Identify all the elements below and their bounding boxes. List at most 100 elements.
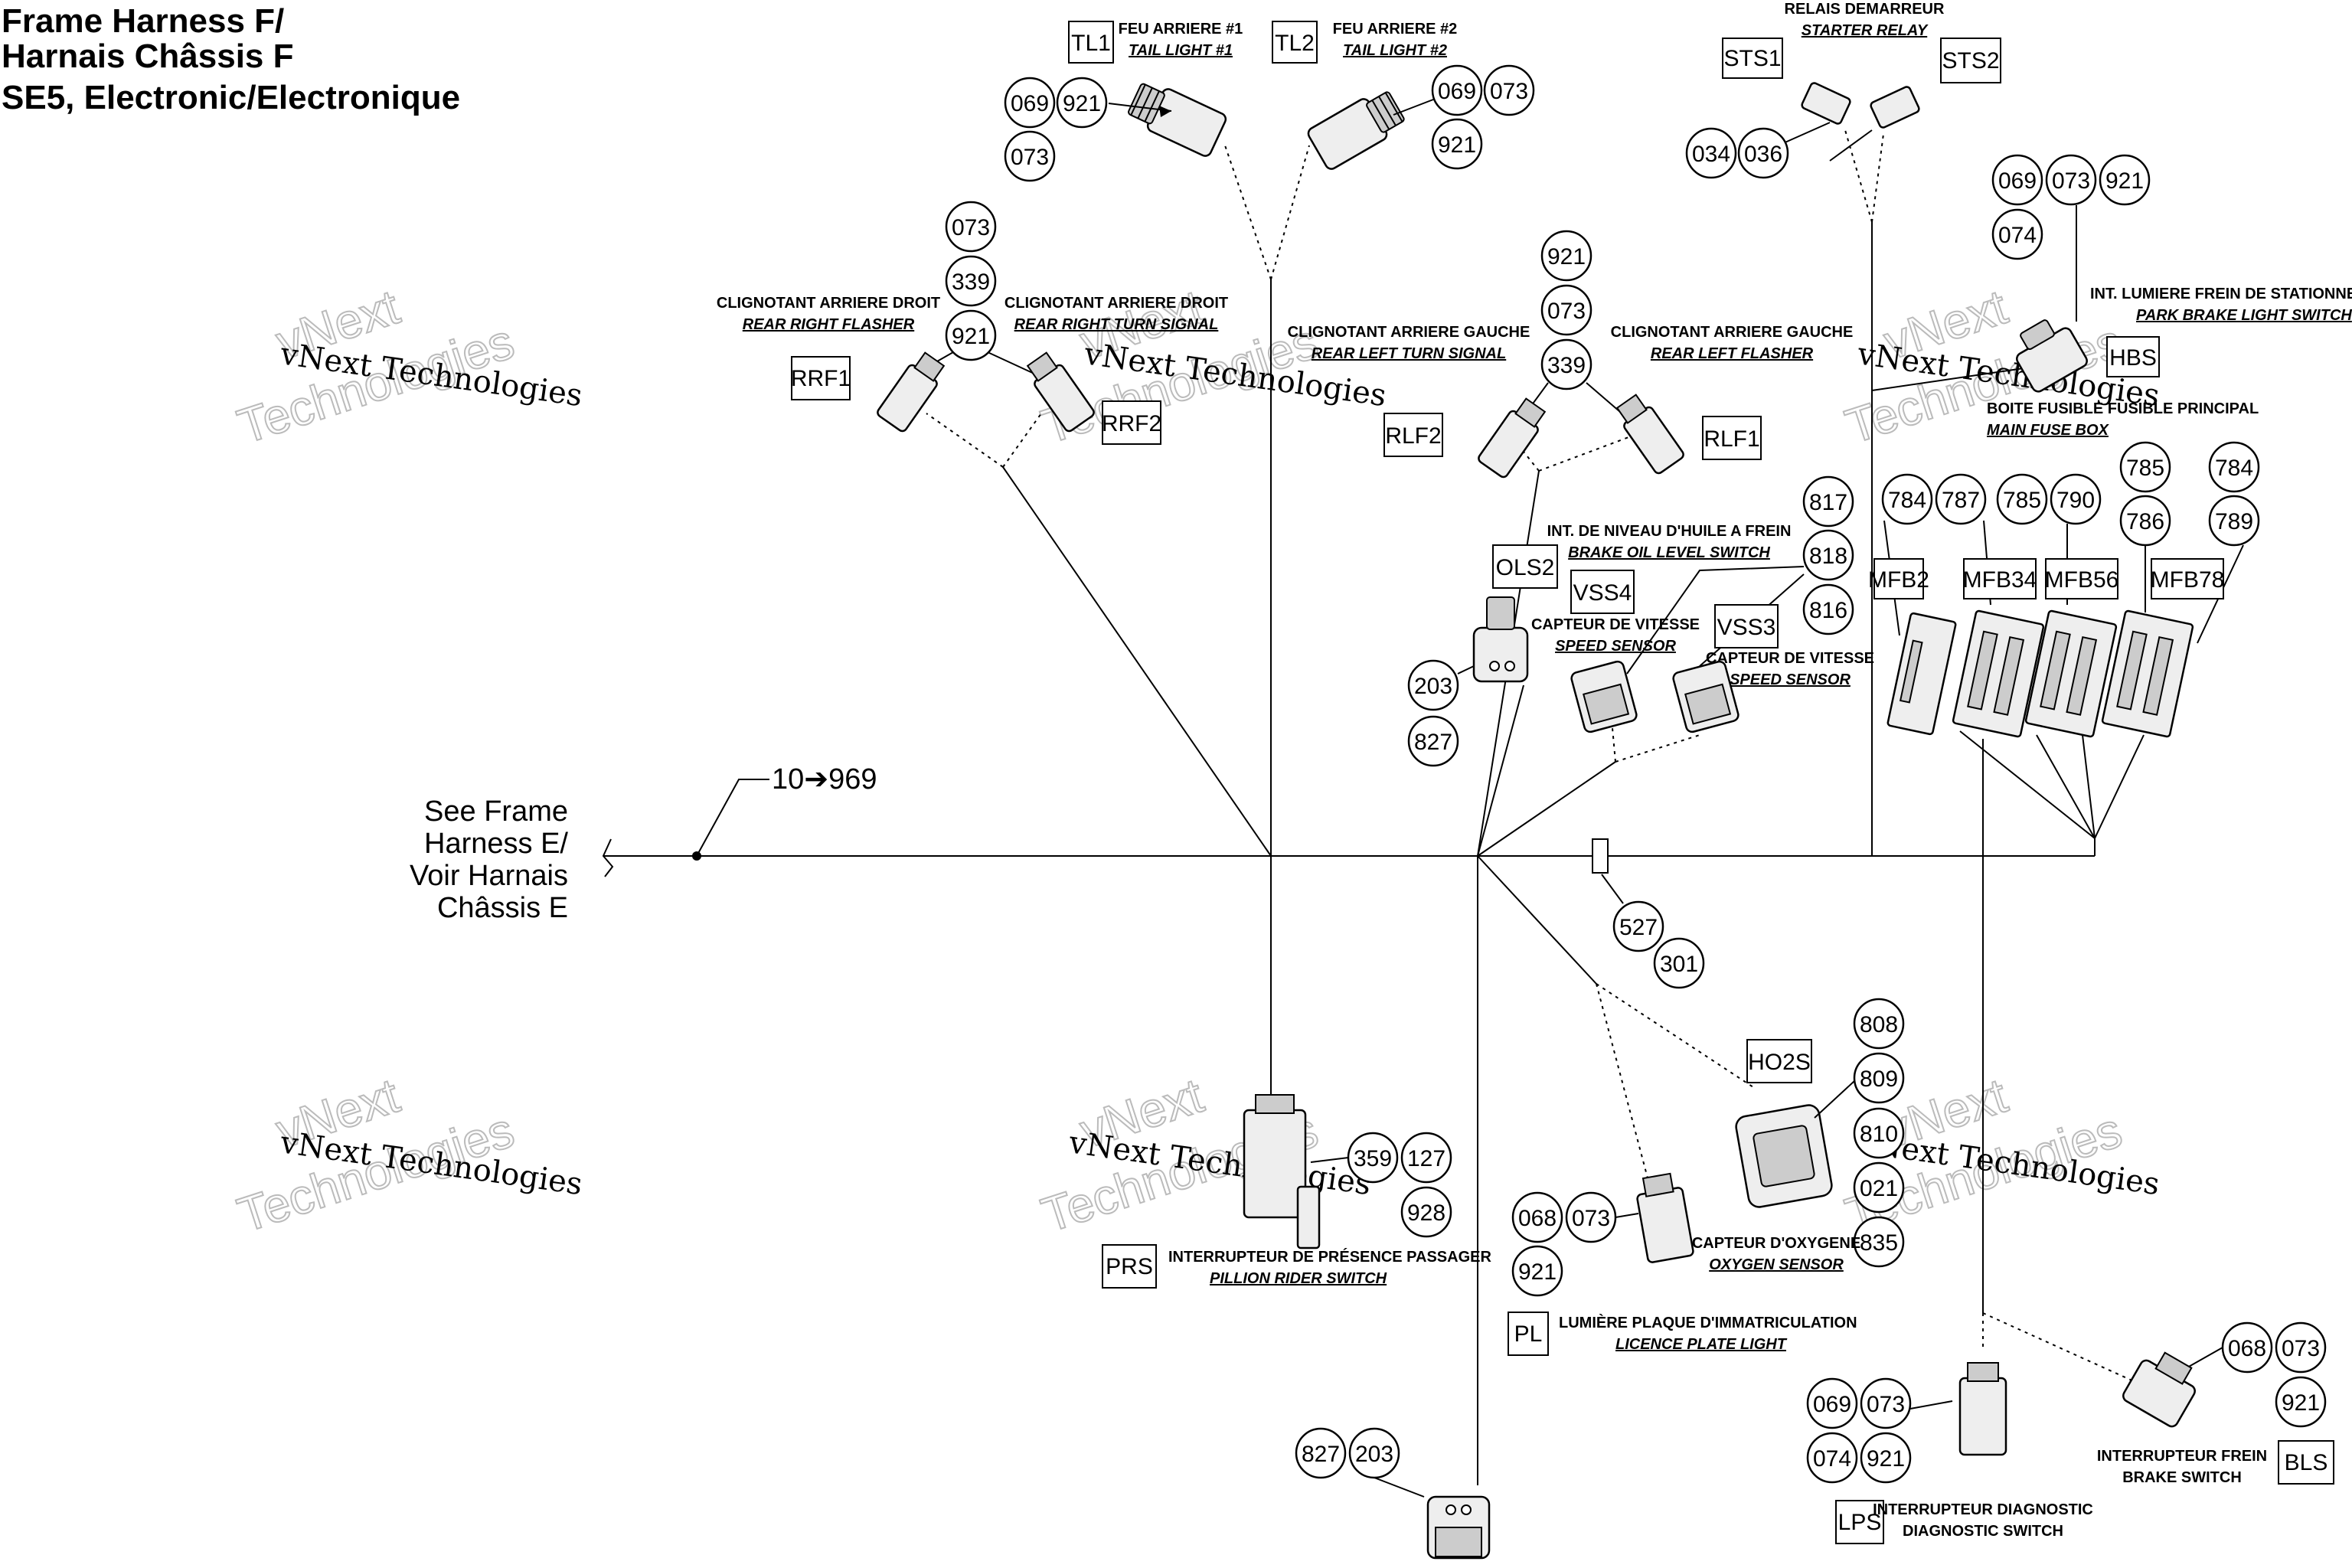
circle-203-ols bbox=[1407, 659, 1459, 711]
code-box-hbs bbox=[2106, 336, 2160, 377]
tail-light-1: TL1 FEU ARRIERE #1 TAIL LIGHT #1 069 921… bbox=[1004, 21, 1243, 182]
circle-790 bbox=[2050, 473, 2102, 525]
connector-rlf2 bbox=[1478, 397, 1547, 479]
code-box-mfb2 bbox=[1873, 558, 1924, 599]
num-827-ols: 827 bbox=[1414, 730, 1452, 755]
code-box-tl2 bbox=[1272, 21, 1318, 64]
num-921-tl1: 921 bbox=[1063, 91, 1101, 116]
code-box-rlf2 bbox=[1383, 413, 1443, 457]
code-box-rrf1 bbox=[791, 356, 851, 400]
connector-ols2 bbox=[1472, 596, 1529, 683]
code-hbs: HBS bbox=[2109, 345, 2157, 371]
circle-835 bbox=[1853, 1216, 1905, 1268]
code-lps: LPS bbox=[1838, 1510, 1882, 1535]
num-021: 021 bbox=[1860, 1176, 1898, 1201]
connector-rlf1 bbox=[1615, 394, 1684, 475]
connector-mfb78 bbox=[2101, 609, 2194, 738]
circle-301 bbox=[1653, 937, 1705, 989]
label-o2-fr: CAPTEUR D'OXYGENE bbox=[1692, 1235, 1860, 1252]
wire-rlf2-dotted bbox=[1523, 451, 1540, 472]
code-ho2s: HO2S bbox=[1748, 1050, 1811, 1075]
splice-527 bbox=[1592, 838, 1609, 874]
label-sts-en: STARTER RELAY bbox=[1802, 22, 1929, 39]
label-rlf2-fr: CLIGNOTANT ARRIERE GAUCHE bbox=[1288, 324, 1530, 341]
label-ols-fr: INT. DE NIVEAU D'HUILE A FREIN bbox=[1547, 523, 1792, 540]
num-339-rlf: 339 bbox=[1547, 353, 1586, 378]
arrow-head-tl1 bbox=[1159, 106, 1171, 117]
see-frame-line-2: Harness E/ bbox=[424, 828, 568, 860]
code-prs: PRS bbox=[1106, 1254, 1153, 1279]
label-hbs-fr: INT. LUMIERE FREIN DE STATIONNEMENT bbox=[2090, 286, 2352, 302]
num-921-rrf: 921 bbox=[952, 324, 990, 349]
tail-light-2: TL2 FEU ARRIERE #2 TAIL LIGHT #2 069 073… bbox=[1272, 21, 1535, 170]
label-rrf1-fr: CLIGNOTANT ARRIERE DROIT bbox=[717, 295, 940, 312]
wire-to-rrf bbox=[1002, 466, 1272, 857]
code-box-sts1 bbox=[1722, 38, 1783, 79]
title-line-3: SE5, Electronic/Electronique bbox=[2, 79, 460, 116]
circle-921-lps bbox=[1860, 1432, 1912, 1484]
code-box-lps bbox=[1835, 1500, 1884, 1544]
num-073-tl1: 073 bbox=[1011, 145, 1049, 170]
arrow-prs bbox=[1310, 1157, 1349, 1163]
num-069-lps: 069 bbox=[1813, 1392, 1851, 1417]
code-box-prs bbox=[1102, 1244, 1157, 1289]
num-359: 359 bbox=[1354, 1146, 1392, 1171]
code-mfb78: MFB78 bbox=[2151, 567, 2225, 593]
label-sts-fr: RELAIS DEMARREUR bbox=[1785, 1, 1945, 18]
code-bls: BLS bbox=[2285, 1450, 2328, 1475]
connector-sts2 bbox=[1870, 86, 1920, 129]
wire-hbs bbox=[1871, 367, 2030, 391]
code-box-bls bbox=[2278, 1440, 2334, 1485]
arrow-lps bbox=[1909, 1400, 1953, 1410]
circle-073-rlf bbox=[1540, 284, 1592, 336]
circle-069-hbs bbox=[1991, 154, 2043, 206]
code-rlf1: RLF1 bbox=[1704, 426, 1759, 452]
label-rrf1-en: REAR RIGHT FLASHER bbox=[743, 316, 915, 333]
code-mfb56: MFB56 bbox=[2045, 567, 2119, 593]
circle-073-hbs bbox=[2045, 154, 2097, 206]
code-sts2: STS2 bbox=[1942, 48, 1999, 74]
brake-switch: 068 073 921 INTERRUPTEUR FREIN BRAKE SWI… bbox=[2097, 1321, 2334, 1486]
num-034: 034 bbox=[1692, 142, 1730, 167]
circle-069-lps bbox=[1806, 1377, 1858, 1429]
circle-921-tl2 bbox=[1431, 118, 1483, 170]
num-809: 809 bbox=[1860, 1067, 1898, 1092]
code-box-sts2 bbox=[1940, 38, 2001, 83]
circle-069-tl2 bbox=[1431, 64, 1483, 116]
code-box-mfb56 bbox=[2045, 558, 2118, 599]
num-827-bottom: 827 bbox=[1302, 1442, 1340, 1467]
circle-817 bbox=[1802, 475, 1854, 528]
num-073-rrf: 073 bbox=[952, 215, 990, 240]
label-vss4-en: SPEED SENSOR bbox=[1555, 638, 1676, 655]
rear-right-flashers: 073 339 921 CLIGNOTANT ARRIERE DROIT REA… bbox=[717, 201, 1228, 445]
num-817: 817 bbox=[1809, 490, 1847, 515]
num-785-b: 785 bbox=[2126, 456, 2164, 481]
circle-809 bbox=[1853, 1052, 1905, 1104]
circle-921-rrf bbox=[945, 309, 997, 361]
circle-069-tl1 bbox=[1004, 77, 1056, 129]
code-box-rrf2 bbox=[1102, 400, 1161, 445]
circle-921-pl bbox=[1511, 1245, 1563, 1297]
code-rrf1: RRF1 bbox=[791, 366, 851, 391]
connector-vss4 bbox=[1570, 660, 1638, 733]
circle-827-bottom bbox=[1295, 1427, 1347, 1479]
wire-to-pl-o2 bbox=[1477, 855, 1597, 985]
wire-vss3-dotted bbox=[1615, 734, 1700, 763]
starter-relay: RELAIS DEMARREUR STARTER RELAY STS1 STS2… bbox=[1685, 1, 2001, 179]
arrow-tl2 bbox=[1393, 99, 1434, 116]
label-lps-en: DIAGNOSTIC SWITCH bbox=[1903, 1523, 2063, 1540]
num-073-bls: 073 bbox=[2282, 1336, 2320, 1361]
num-068-bls: 068 bbox=[2228, 1336, 2266, 1361]
oxygen-sensor: HO2S 808 809 810 021 835 CAPTEUR D'OXYGE… bbox=[1692, 998, 1905, 1273]
num-790: 790 bbox=[2056, 488, 2095, 513]
code-tl1: TL1 bbox=[1071, 31, 1111, 56]
num-784-a: 784 bbox=[1888, 488, 1926, 513]
wire-ref-leader bbox=[696, 779, 769, 857]
num-074-lps: 074 bbox=[1813, 1446, 1851, 1472]
label-vss3-en: SPEED SENSOR bbox=[1730, 671, 1851, 688]
circle-921-tl1 bbox=[1056, 77, 1108, 129]
code-tl2: TL2 bbox=[1275, 31, 1315, 56]
num-921-pl: 921 bbox=[1518, 1259, 1557, 1285]
code-mfb2: MFB2 bbox=[1868, 567, 1929, 593]
circle-073-bls bbox=[2275, 1321, 2327, 1374]
